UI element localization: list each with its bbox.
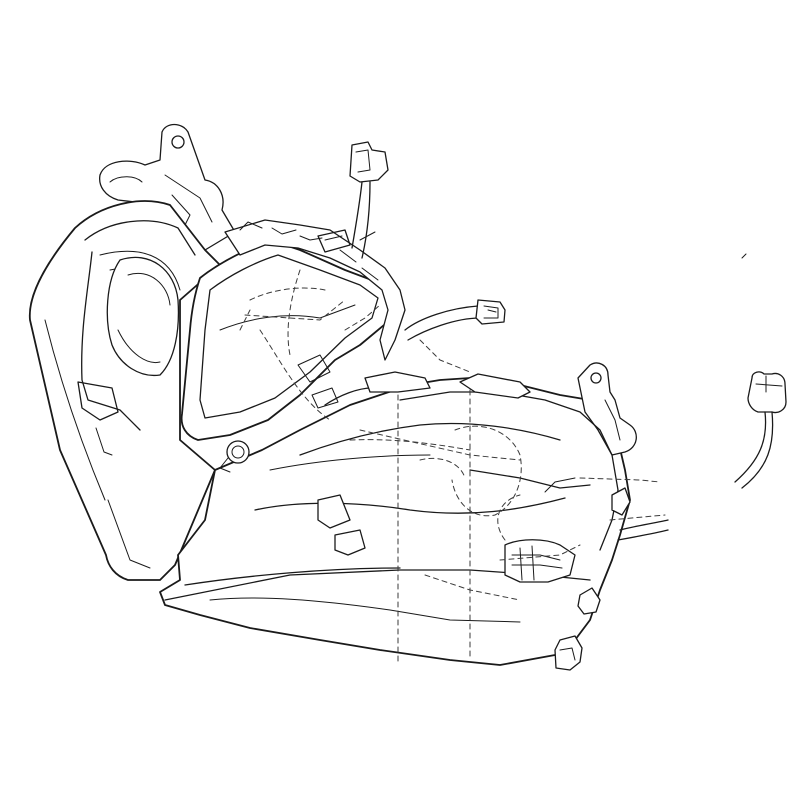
upper-wire-connector bbox=[349, 141, 389, 259]
center-mount-bolt bbox=[219, 440, 250, 473]
upper-mounting-bracket bbox=[99, 123, 236, 251]
hidden-internal-lines bbox=[239, 269, 666, 663]
lower-housing-tabs bbox=[297, 354, 366, 556]
side-wire-connector bbox=[404, 299, 506, 341]
left-projector-lens bbox=[106, 256, 180, 377]
lower-main-housing bbox=[159, 377, 631, 666]
right-lens-panel bbox=[324, 371, 619, 551]
right-loose-connector bbox=[734, 253, 787, 489]
right-side-harness bbox=[617, 519, 669, 541]
top-frame-bracket bbox=[224, 219, 406, 361]
low-beam-projector bbox=[504, 539, 576, 583]
lower-right-mount bbox=[554, 487, 631, 671]
right-mounting-ear bbox=[577, 362, 637, 456]
